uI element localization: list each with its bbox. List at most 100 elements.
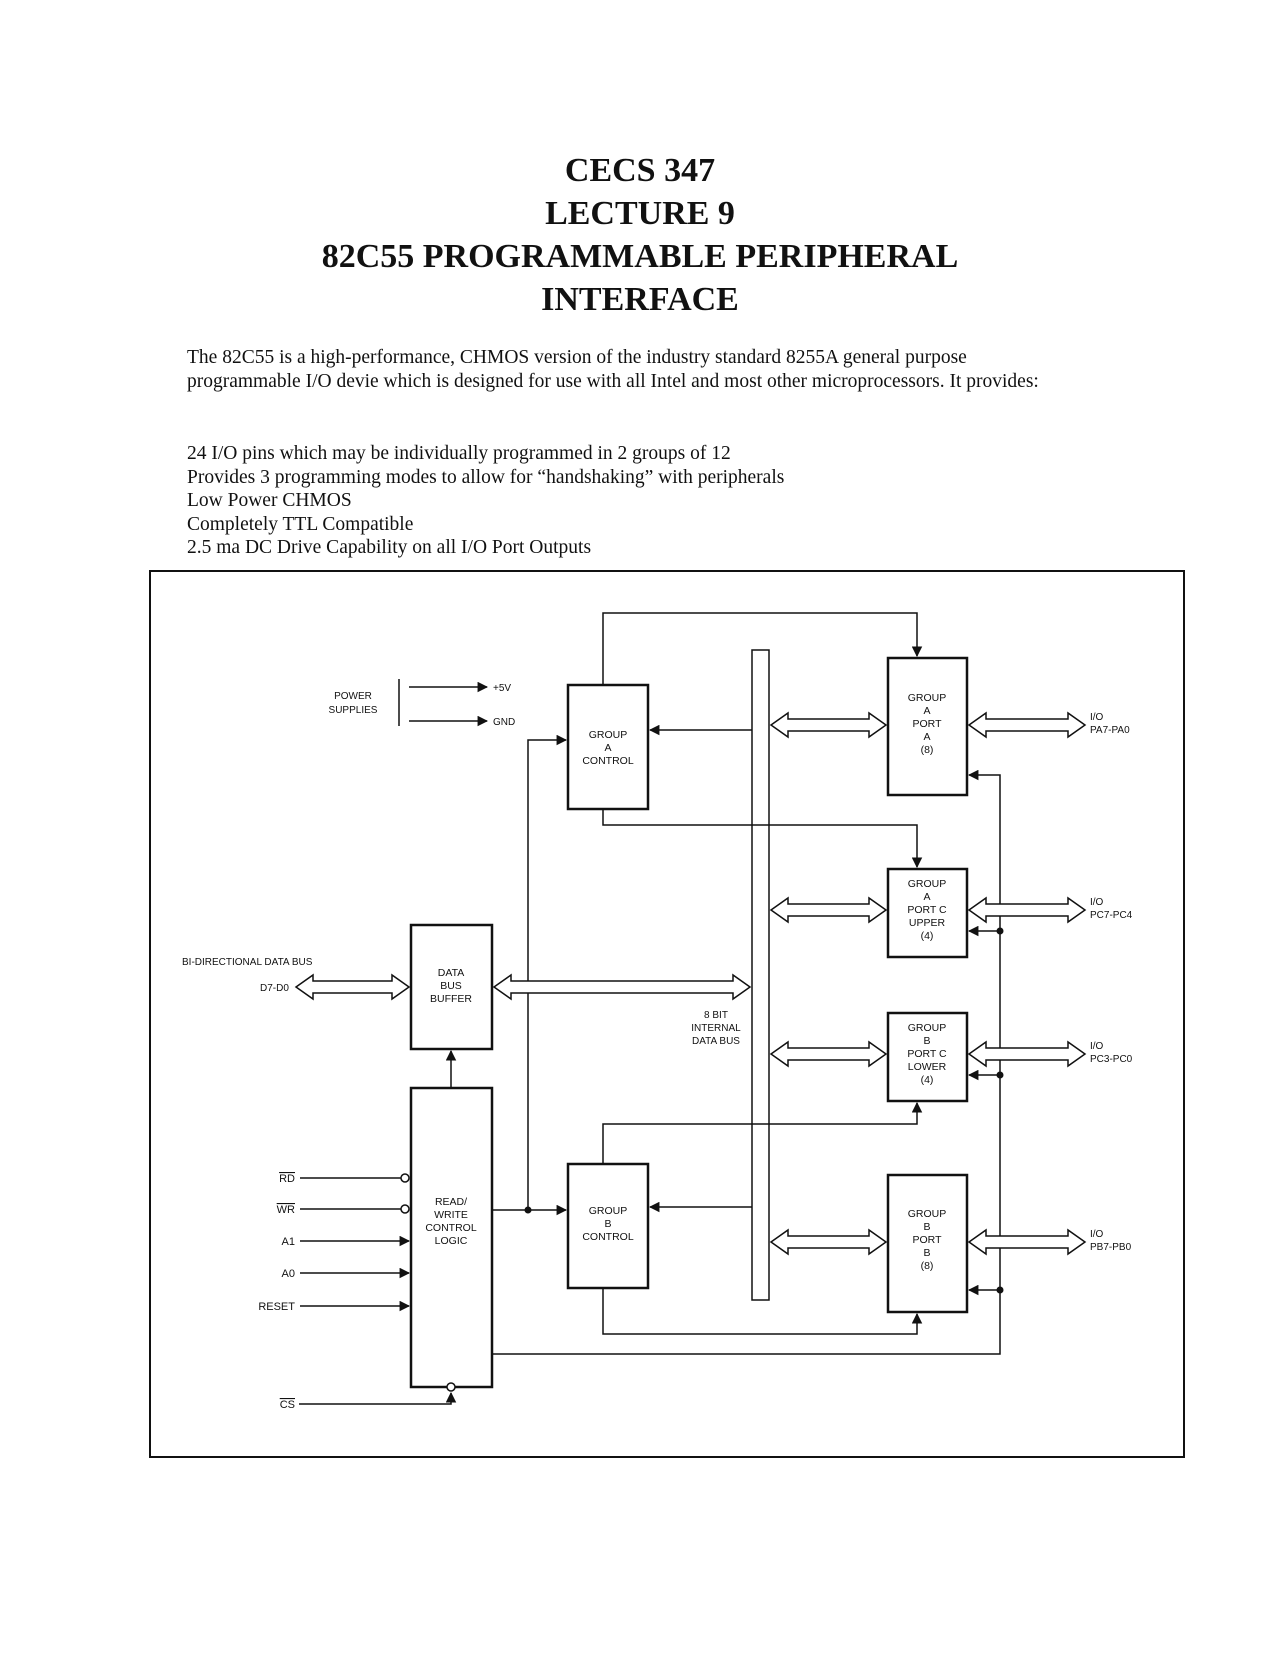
svg-text:BUS: BUS: [440, 980, 462, 992]
svg-text:PORT C: PORT C: [907, 1048, 947, 1060]
port-c-lower-io-arrow: [967, 1040, 1087, 1068]
port-a-io-arrow: [967, 711, 1087, 739]
power-label: POWER: [334, 691, 372, 702]
svg-text:UPPER: UPPER: [909, 917, 946, 929]
bidirectional-label: BI-DIRECTIONAL DATA BUS: [182, 957, 313, 968]
gnd-label: GND: [493, 717, 515, 728]
port-c-upper-block: GROUP A PORT C UPPER (4): [886, 867, 969, 959]
svg-text:B: B: [923, 1221, 930, 1233]
svg-text:WRITE: WRITE: [434, 1209, 468, 1221]
svg-text:GROUP: GROUP: [908, 878, 947, 890]
power-supplies: POWER SUPPLIES +5V GND: [329, 679, 515, 728]
svg-text:DATA BUS: DATA BUS: [692, 1036, 740, 1047]
port-b-io-arrow: [967, 1228, 1087, 1256]
rd-inversion-bubble: [400, 1173, 410, 1183]
intro-paragraph: The 82C55 is a high-performance, CHMOS v…: [187, 347, 1039, 392]
a0-label: A0: [282, 1268, 295, 1280]
junction-dot: [996, 1071, 1004, 1079]
title-line-2: LECTURE 9: [545, 195, 735, 232]
title-line-4: INTERFACE: [541, 281, 739, 318]
supplies-label: SUPPLIES: [329, 705, 378, 716]
svg-text:PORT: PORT: [913, 1234, 943, 1246]
bus-port-b-arrow: [769, 1228, 888, 1256]
data-bus-buffer-block: DATA BUS BUFFER: [409, 923, 494, 1051]
buffer-to-bus-arrow: [492, 973, 752, 1001]
svg-text:LOWER: LOWER: [908, 1061, 947, 1073]
feature-item: 2.5 ma DC Drive Capability on all I/O Po…: [187, 537, 592, 558]
junction-dot: [524, 1206, 532, 1214]
input-signals: [300, 1177, 411, 1312]
vcc-label: +5V: [493, 683, 511, 694]
svg-text:CONTROL: CONTROL: [582, 755, 633, 767]
svg-text:PORT C: PORT C: [907, 904, 947, 916]
page-title: CECS 347 LECTURE 9 82C55 PROGRAMMABLE PE…: [0, 150, 1280, 322]
svg-text:A: A: [923, 731, 930, 743]
svg-text:(8): (8): [921, 1260, 934, 1272]
svg-text:A: A: [604, 742, 611, 754]
svg-text:CONTROL: CONTROL: [425, 1222, 476, 1234]
a1-label: A1: [282, 1236, 295, 1248]
bus-port-c-lower-arrow: [769, 1040, 888, 1068]
internal-data-bus: 8 BIT INTERNAL DATA BUS: [691, 649, 770, 1301]
feature-item: Provides 3 programming modes to allow fo…: [187, 466, 785, 488]
svg-text:READ/: READ/: [435, 1196, 467, 1208]
bus-port-c-upper-arrow: [769, 896, 888, 924]
pcl-label: PC3-PC0: [1090, 1054, 1133, 1065]
feature-list: 24 I/O pins which may be individually pr…: [187, 442, 1087, 560]
title-line-1: CECS 347: [564, 152, 716, 189]
port-b-block: GROUP B PORT B (8): [886, 1173, 969, 1314]
bus-port-a-arrow: [769, 711, 888, 739]
pb-label: PB7-PB0: [1090, 1242, 1132, 1253]
svg-text:B: B: [923, 1035, 930, 1047]
pcu-label: PC7-PC4: [1090, 910, 1133, 921]
data-pins-label: D7-D0: [260, 983, 289, 994]
svg-text:A: A: [923, 705, 930, 717]
svg-text:I/O: I/O: [1090, 712, 1104, 723]
external-data-bus-arrow: [294, 973, 411, 1001]
io-labels: I/O PA7-PA0 I/O PC7-PC4 I/O PC3-PC0 I/O …: [1090, 712, 1133, 1253]
title-line-3: 82C55 PROGRAMMABLE PERIPHERAL: [321, 238, 959, 275]
group-b-control-block: GROUP B CONTROL: [566, 1162, 650, 1290]
cs-inversion-bubble: [446, 1382, 456, 1392]
svg-text:B: B: [604, 1218, 611, 1230]
read-write-control-block: READ/ WRITE CONTROL LOGIC: [409, 1086, 494, 1389]
pa-label: PA7-PA0: [1090, 725, 1130, 736]
input-labels: RD WR A1 A0 RESET CS: [258, 1173, 295, 1411]
svg-text:GROUP: GROUP: [589, 729, 628, 741]
cs-label: CS: [280, 1399, 295, 1411]
feature-item: Completely TTL Compatible: [187, 513, 414, 535]
wr-inversion-bubble: [400, 1204, 410, 1214]
diagram-frame: [149, 570, 1185, 1458]
wr-label: WR: [277, 1204, 295, 1216]
group-a-control-block: GROUP A CONTROL: [566, 683, 650, 811]
svg-text:(4): (4): [921, 1074, 934, 1086]
bus-arrows: [294, 711, 1087, 1256]
data-bus-labels: BI-DIRECTIONAL DATA BUS D7-D0: [182, 957, 313, 994]
feature-item: Low Power CHMOS: [187, 490, 352, 511]
control-lines: [299, 612, 1001, 1405]
rd-label: RD: [279, 1173, 295, 1185]
svg-text:INTERNAL: INTERNAL: [691, 1023, 741, 1034]
svg-text:B: B: [923, 1247, 930, 1259]
svg-text:GROUP: GROUP: [589, 1205, 628, 1217]
svg-text:LOGIC: LOGIC: [435, 1235, 468, 1247]
svg-text:(8): (8): [921, 744, 934, 756]
svg-text:I/O: I/O: [1090, 897, 1104, 908]
junction-dot: [996, 927, 1004, 935]
port-c-lower-block: GROUP B PORT C LOWER (4): [886, 1011, 969, 1103]
svg-text:PORT: PORT: [913, 718, 943, 730]
svg-text:8 BIT: 8 BIT: [704, 1010, 728, 1021]
svg-text:I/O: I/O: [1090, 1041, 1104, 1052]
svg-text:GROUP: GROUP: [908, 1208, 947, 1220]
port-c-upper-io-arrow: [967, 896, 1087, 924]
reset-label: RESET: [258, 1301, 295, 1313]
svg-text:DATA: DATA: [438, 967, 464, 979]
port-a-block: GROUP A PORT A (8): [886, 656, 969, 797]
svg-text:GROUP: GROUP: [908, 1022, 947, 1034]
svg-text:CONTROL: CONTROL: [582, 1231, 633, 1243]
svg-text:GROUP: GROUP: [908, 692, 947, 704]
svg-text:A: A: [923, 891, 930, 903]
junction-dot: [996, 1286, 1004, 1294]
feature-item: 24 I/O pins which may be individually pr…: [187, 443, 731, 464]
